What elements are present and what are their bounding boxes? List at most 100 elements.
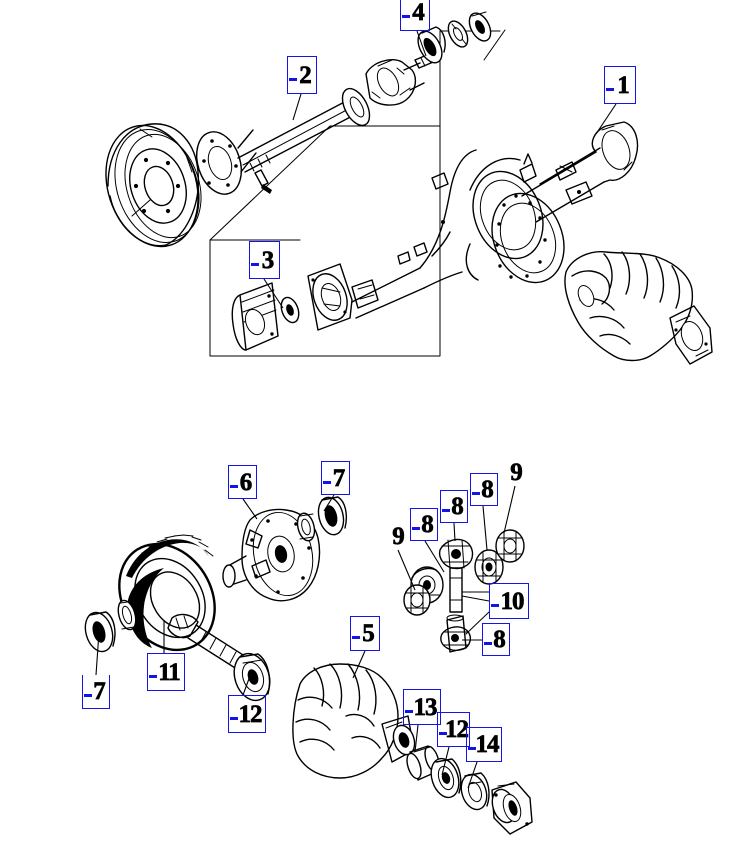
callout-number-label: 7 <box>93 678 106 705</box>
callout-14[interactable]: 14 <box>466 727 502 762</box>
leader-line-8 <box>453 522 456 542</box>
callout-dash-icon <box>491 603 499 607</box>
callout-dash-icon <box>468 747 476 751</box>
ring-gear-shim <box>117 599 137 631</box>
leader-line-8 <box>482 505 488 551</box>
callout-6[interactable]: 6 <box>228 465 257 499</box>
callout-number-label: 12 <box>238 700 263 728</box>
callout-2[interactable]: 2 <box>287 56 317 94</box>
callout-dash-icon <box>472 491 480 495</box>
axle-shaft <box>237 97 361 194</box>
callout-number-label: 8 <box>481 476 494 503</box>
callout-11[interactable]: 11 <box>147 653 185 691</box>
pinion-gear-top <box>438 538 474 570</box>
callout-dash-icon <box>230 484 238 488</box>
differential-carrier-upper <box>564 251 713 365</box>
callout-12[interactable]: 12 <box>228 695 266 733</box>
side-gear-right <box>495 529 525 563</box>
brake-drum <box>105 123 202 248</box>
callout-dash-icon <box>84 694 92 698</box>
lower-assembly-group <box>84 496 533 835</box>
callout-dash-icon <box>289 77 297 81</box>
callout-9[interactable]: 9 <box>508 458 524 486</box>
callout-number-label: 8 <box>451 493 464 520</box>
leader-line-9 <box>397 549 416 591</box>
bearing-spacer <box>406 745 440 781</box>
callout-dash-icon <box>323 480 331 484</box>
leader-line-9 <box>503 485 516 534</box>
differential-carrier-case <box>292 663 416 779</box>
callout-number-label: 10 <box>500 587 525 615</box>
callout-dash-icon <box>352 636 360 640</box>
callout-number-label: 13 <box>413 693 438 721</box>
callout-number-label: 14 <box>475 731 500 758</box>
rear-axle-housing <box>351 121 639 319</box>
callout-dash-icon <box>412 526 420 530</box>
callout-number-label: 9 <box>510 458 523 486</box>
callout-13[interactable]: 13 <box>403 689 441 725</box>
axle-shaft-flange <box>196 129 257 195</box>
axle-bearing-retainer <box>341 87 371 127</box>
callout-number-label: 1 <box>617 71 630 99</box>
housing-left-end-flange <box>307 263 379 331</box>
callout-dash-icon <box>251 262 259 266</box>
leader-line-12 <box>242 675 251 696</box>
wheel-cylinder-block <box>231 282 279 351</box>
callout-8[interactable]: 8 <box>440 490 468 523</box>
leader-line-7 <box>323 494 335 512</box>
callout-dash-icon <box>442 508 450 512</box>
callout-12[interactable]: 12 <box>437 712 470 747</box>
side-bearing-right <box>317 496 347 536</box>
leader-line-5 <box>352 650 366 679</box>
callout-8[interactable]: 8 <box>470 473 498 506</box>
callout-3[interactable]: 3 <box>249 241 280 279</box>
differential-case <box>222 508 321 602</box>
callout-dash-icon <box>230 716 238 720</box>
callout-dash-icon <box>484 641 492 645</box>
side-bearing-left <box>84 611 116 653</box>
pinion-bearing-front <box>430 757 462 799</box>
callout-number-label: 2 <box>299 61 312 89</box>
callout-8[interactable]: 8 <box>482 623 510 656</box>
callout-number-label: 4 <box>412 0 425 26</box>
callout-4[interactable]: 4 <box>400 0 430 31</box>
leader-line-6 <box>242 498 258 520</box>
brake-backing-plate <box>365 51 439 106</box>
axle-bearing <box>417 26 446 64</box>
leader-line-3 <box>263 278 284 309</box>
leader-line-10 <box>461 595 490 602</box>
callout-dash-icon <box>402 15 410 19</box>
callout-10[interactable]: 10 <box>489 583 529 619</box>
callout-8[interactable]: 8 <box>410 508 438 541</box>
leader-line-1 <box>595 103 617 135</box>
callout-5[interactable]: 5 <box>350 616 380 651</box>
callout-1[interactable]: 1 <box>604 66 636 104</box>
callout-number-label: 7 <box>332 464 345 492</box>
callout-number-label: 8 <box>421 511 434 538</box>
callout-7[interactable]: 7 <box>321 461 350 495</box>
leader-line-13 <box>414 724 419 753</box>
callout-number-label: 11 <box>158 658 181 686</box>
axle-lock-washer <box>447 20 469 48</box>
callout-9[interactable]: 9 <box>390 522 406 550</box>
pinion-gear-bottom <box>440 626 472 652</box>
callout-dash-icon <box>439 732 447 736</box>
pinion-oil-seal <box>460 772 490 811</box>
pinion-gear-sub-assembly <box>403 529 525 653</box>
callout-7[interactable]: 7 <box>82 675 110 709</box>
leader-line-2 <box>292 93 302 121</box>
callout-leader-lines <box>95 30 617 789</box>
callout-dash-icon <box>606 87 614 91</box>
upper-assembly-group <box>105 11 713 365</box>
leader-line-14 <box>467 761 478 789</box>
pinion-bearing-rear <box>233 652 271 702</box>
callout-number-label: 8 <box>493 626 506 653</box>
callout-dash-icon <box>149 674 157 678</box>
callout-number-label: 9 <box>392 522 405 550</box>
side-bearing-race <box>296 512 316 542</box>
leader-line-12 <box>441 746 450 776</box>
leader-line-4 <box>416 30 427 57</box>
axle-oil-seal <box>280 296 300 324</box>
